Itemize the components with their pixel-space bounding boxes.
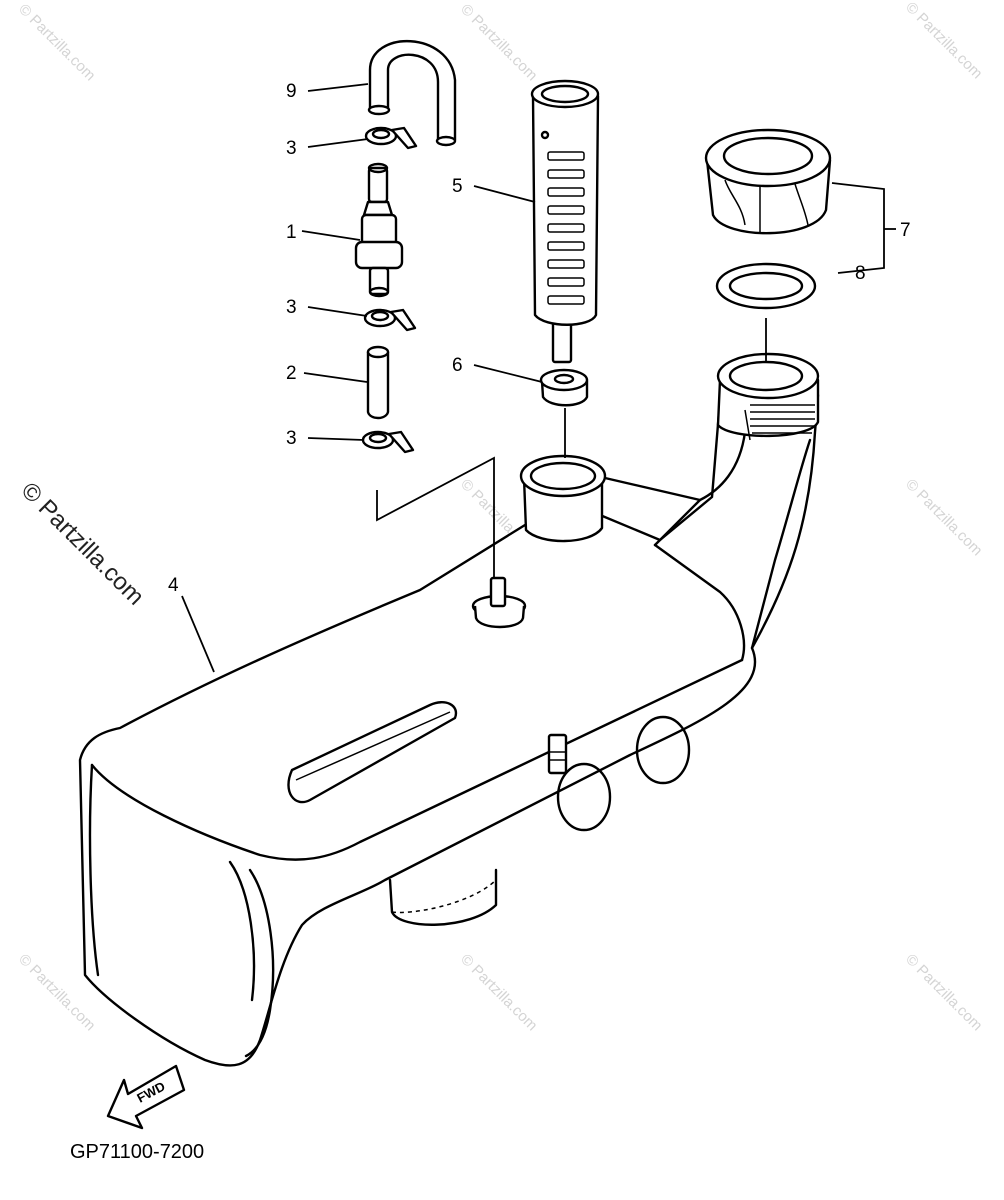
oil-tank-part-4	[78, 393, 820, 1067]
callout-9: 9	[286, 81, 297, 102]
leader-2	[303, 372, 368, 383]
leader-5	[473, 185, 536, 203]
cap-grip-ridges	[724, 179, 809, 232]
strainer-stem	[551, 320, 573, 364]
tank-port-2	[635, 715, 691, 785]
fwd-arrow-icon: FWD	[106, 1064, 186, 1130]
spout-opening	[529, 461, 597, 491]
tank-end-bevel	[244, 868, 275, 1058]
callout-1: 1	[286, 222, 297, 243]
hose-part-9	[367, 40, 457, 147]
clamp-part-3-middle	[363, 308, 417, 332]
watermark: © Partzilla.com	[457, 951, 540, 1034]
tank-bottom-boss-hidden	[391, 879, 497, 914]
callout-3: 3	[286, 428, 297, 449]
tank-top-ridge-inner	[295, 711, 451, 781]
leader-3a	[307, 138, 369, 148]
filler-cap-part-7	[704, 128, 832, 235]
callout-5: 5	[452, 176, 463, 197]
cap-recess	[722, 136, 814, 176]
tank-nipple-stem	[489, 576, 507, 608]
callout-3: 3	[286, 138, 297, 159]
strainer-hole	[540, 130, 550, 140]
leader-4	[181, 595, 215, 673]
tank-end-face	[88, 763, 100, 977]
filter-band	[354, 240, 404, 270]
leader-6	[473, 364, 543, 383]
assembly-lines	[376, 318, 767, 578]
strainer-slots	[547, 151, 585, 305]
callout-2: 2	[286, 363, 297, 384]
tank-side-fitting-threads	[549, 751, 566, 761]
tank-body	[78, 393, 820, 1067]
inline-filter-part-1	[354, 162, 404, 298]
filler-neck-threads	[750, 404, 815, 434]
tank-port-1	[556, 762, 612, 832]
watermark: © Partzilla.com	[902, 476, 985, 559]
leader-3b	[307, 306, 368, 317]
callout-8: 8	[855, 263, 866, 284]
callout-4: 4	[168, 575, 179, 596]
tank-back-corner	[653, 543, 746, 662]
tank-bottom-boss	[388, 868, 498, 926]
leader-9	[307, 83, 369, 92]
leader-3c	[307, 437, 365, 441]
tank-end-bevel-2	[228, 860, 256, 1002]
leader-7	[831, 182, 885, 274]
callout-6: 6	[452, 355, 463, 376]
tank-side-wall	[750, 438, 812, 650]
tank-side-fitting	[547, 733, 568, 775]
watermark: © Partzilla.com	[457, 1, 540, 84]
hose-part-2	[366, 345, 390, 420]
callout-7: 7	[900, 220, 911, 241]
filter-top-cone	[362, 200, 394, 217]
clamp-part-3-bottom	[361, 430, 415, 454]
strainer-top-inner	[540, 84, 590, 104]
tank-filler-neck	[716, 352, 820, 441]
strainer-body	[531, 94, 600, 326]
gasket-part-8	[715, 262, 817, 310]
watermark-large: © Partzilla.com	[16, 477, 149, 610]
tank-filler-spout	[519, 454, 607, 543]
watermark: © Partzilla.com	[15, 1, 98, 84]
callout-3: 3	[286, 297, 297, 318]
watermark: © Partzilla.com	[902, 0, 985, 82]
grommet-part-6	[539, 368, 589, 407]
neck-join-line	[653, 498, 702, 547]
drawing-code: GP71100-7200	[70, 1141, 204, 1163]
clamp-part-3-top	[364, 126, 418, 150]
tank-top-edge	[90, 658, 744, 861]
leader-lines	[181, 83, 896, 673]
watermark: © Partzilla.com	[902, 951, 985, 1034]
tank-nipple-collar	[473, 605, 526, 629]
strainer-part-5	[530, 79, 600, 364]
callouts: 9 3 1 3 2 3 5 6 4 7 8	[168, 81, 911, 596]
leader-1	[301, 230, 361, 241]
filler-neck-line	[744, 409, 751, 441]
